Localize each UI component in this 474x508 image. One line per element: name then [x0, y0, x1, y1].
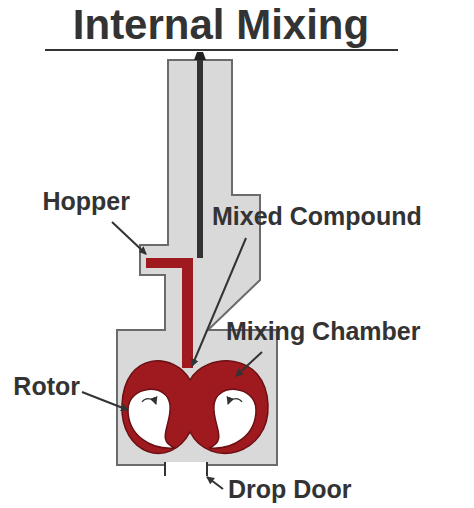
rotor — [128, 389, 175, 448]
leader-line — [236, 352, 262, 376]
ram-cap — [194, 52, 206, 60]
title-underline — [45, 49, 398, 51]
part-label: Drop Door — [228, 476, 352, 504]
compound-channel — [182, 258, 193, 368]
leader-line — [192, 238, 246, 366]
drop-door — [206, 462, 208, 476]
drop-door — [164, 462, 166, 476]
rotor — [209, 389, 256, 448]
drop-door-opening — [165, 462, 207, 470]
mixer-housing — [117, 60, 277, 465]
leader-line — [207, 477, 223, 489]
rotation-arrow — [142, 399, 156, 404]
part-label: Hopper — [43, 188, 131, 216]
mixing-chamber — [122, 361, 268, 454]
part-label: Mixed Compound — [212, 203, 422, 231]
diagram-title: Internal Mixing — [73, 2, 369, 48]
leader-line — [82, 392, 128, 410]
rotation-arrow — [228, 399, 242, 404]
ram-rod — [197, 60, 203, 258]
leader-line — [112, 222, 146, 254]
part-label: Rotor — [13, 373, 80, 401]
part-label: Mixing Chamber — [226, 318, 420, 346]
